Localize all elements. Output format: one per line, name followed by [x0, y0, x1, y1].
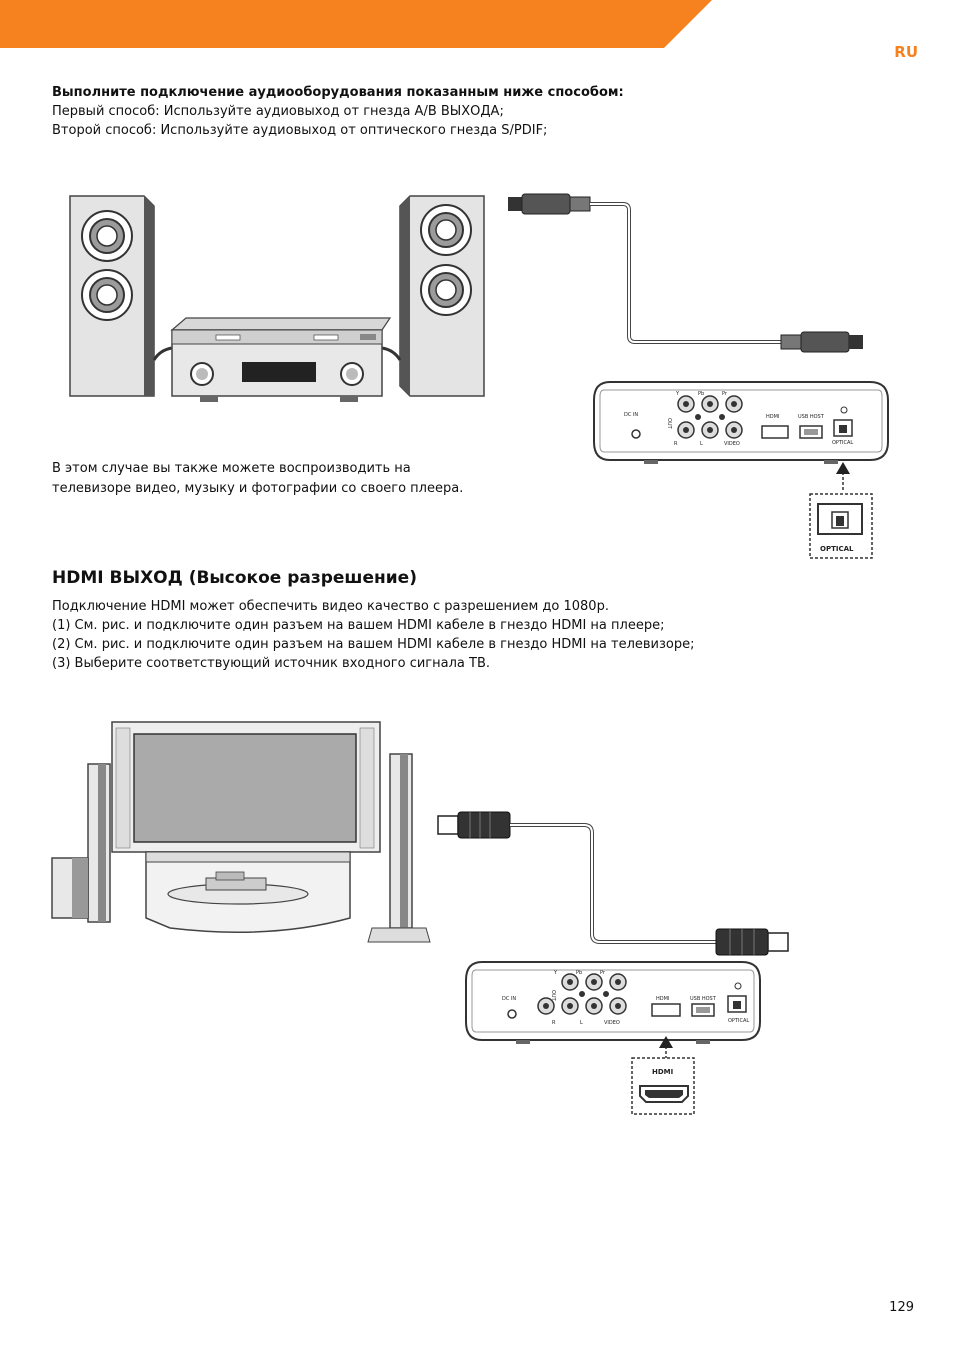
video-label-2: VIDEO [604, 1020, 620, 1026]
dc-in-label: DC IN [624, 412, 638, 418]
home-theater-illustration [51, 721, 431, 943]
note-line-2: телевизоре видео, музыку и фотографии со… [52, 481, 464, 496]
l-label: L [700, 441, 703, 447]
hdmi-port-label: HDMI [766, 414, 779, 420]
out-label: OUT [666, 418, 672, 430]
optical-port-label-2: OPTICAL [728, 1018, 749, 1024]
method-two-line: Второй способ: Используйте аудиовыход от… [52, 123, 548, 138]
out-label-2: OUT [550, 990, 556, 1002]
stereo-system-illustration [69, 195, 485, 402]
note-line-1: В этом случае вы также можете воспроизво… [52, 461, 411, 476]
hdmi-section-title: HDMI ВЫХОД (Высокое разрешение) [52, 568, 417, 588]
y-label: Y [675, 391, 680, 397]
optical-callout-label: OPTICAL [820, 545, 854, 553]
y-label-2: Y [553, 970, 558, 976]
hdmi-step-2: (2) См. рис. и подключите один разъем на… [52, 637, 695, 652]
r-label-2: R [552, 1020, 556, 1026]
hdmi-step-1: (1) См. рис. и подключите один разъем на… [52, 618, 665, 633]
header-banner [0, 0, 712, 48]
usb-host-label-2: USB HOST [690, 996, 717, 1002]
optical-cable-illustration [508, 193, 863, 353]
hdmi-port-label-2: HDMI [656, 996, 669, 1002]
pb-label: Pb [698, 391, 704, 397]
media-player-back-panel-optical: DC IN OUT Y Pb Pr R L VIDEO HDMI USB HOS… [593, 381, 889, 559]
pr-label: Pr [722, 391, 728, 397]
pr-label-2: Pr [600, 970, 606, 976]
hdmi-intro-line: Подключение HDMI может обеспечить видео … [52, 599, 609, 614]
hdmi-callout-label: HDMI [652, 1068, 673, 1076]
pb-label-2: Pb [576, 970, 582, 976]
r-label: R [674, 441, 678, 447]
intro-bold-line: Выполните подключение аудиооборудования … [52, 85, 624, 100]
language-code: RU [894, 43, 918, 61]
page-number: 129 [889, 1300, 914, 1315]
hdmi-step-3: (3) Выберите соответствующий источник вх… [52, 656, 490, 671]
l-label-2: L [580, 1020, 583, 1026]
usb-host-label: USB HOST [798, 414, 825, 420]
hdmi-cable-illustration [437, 811, 789, 956]
optical-port-label: OPTICAL [832, 440, 853, 446]
dc-in-label-2: DC IN [502, 996, 516, 1002]
video-label: VIDEO [724, 441, 740, 447]
method-one-line: Первый способ: Используйте аудиовыход от… [52, 104, 504, 119]
media-player-back-panel-hdmi: DC IN OUT Y Pb Pr R L VIDEO HDMI USB HOS… [465, 961, 761, 1115]
